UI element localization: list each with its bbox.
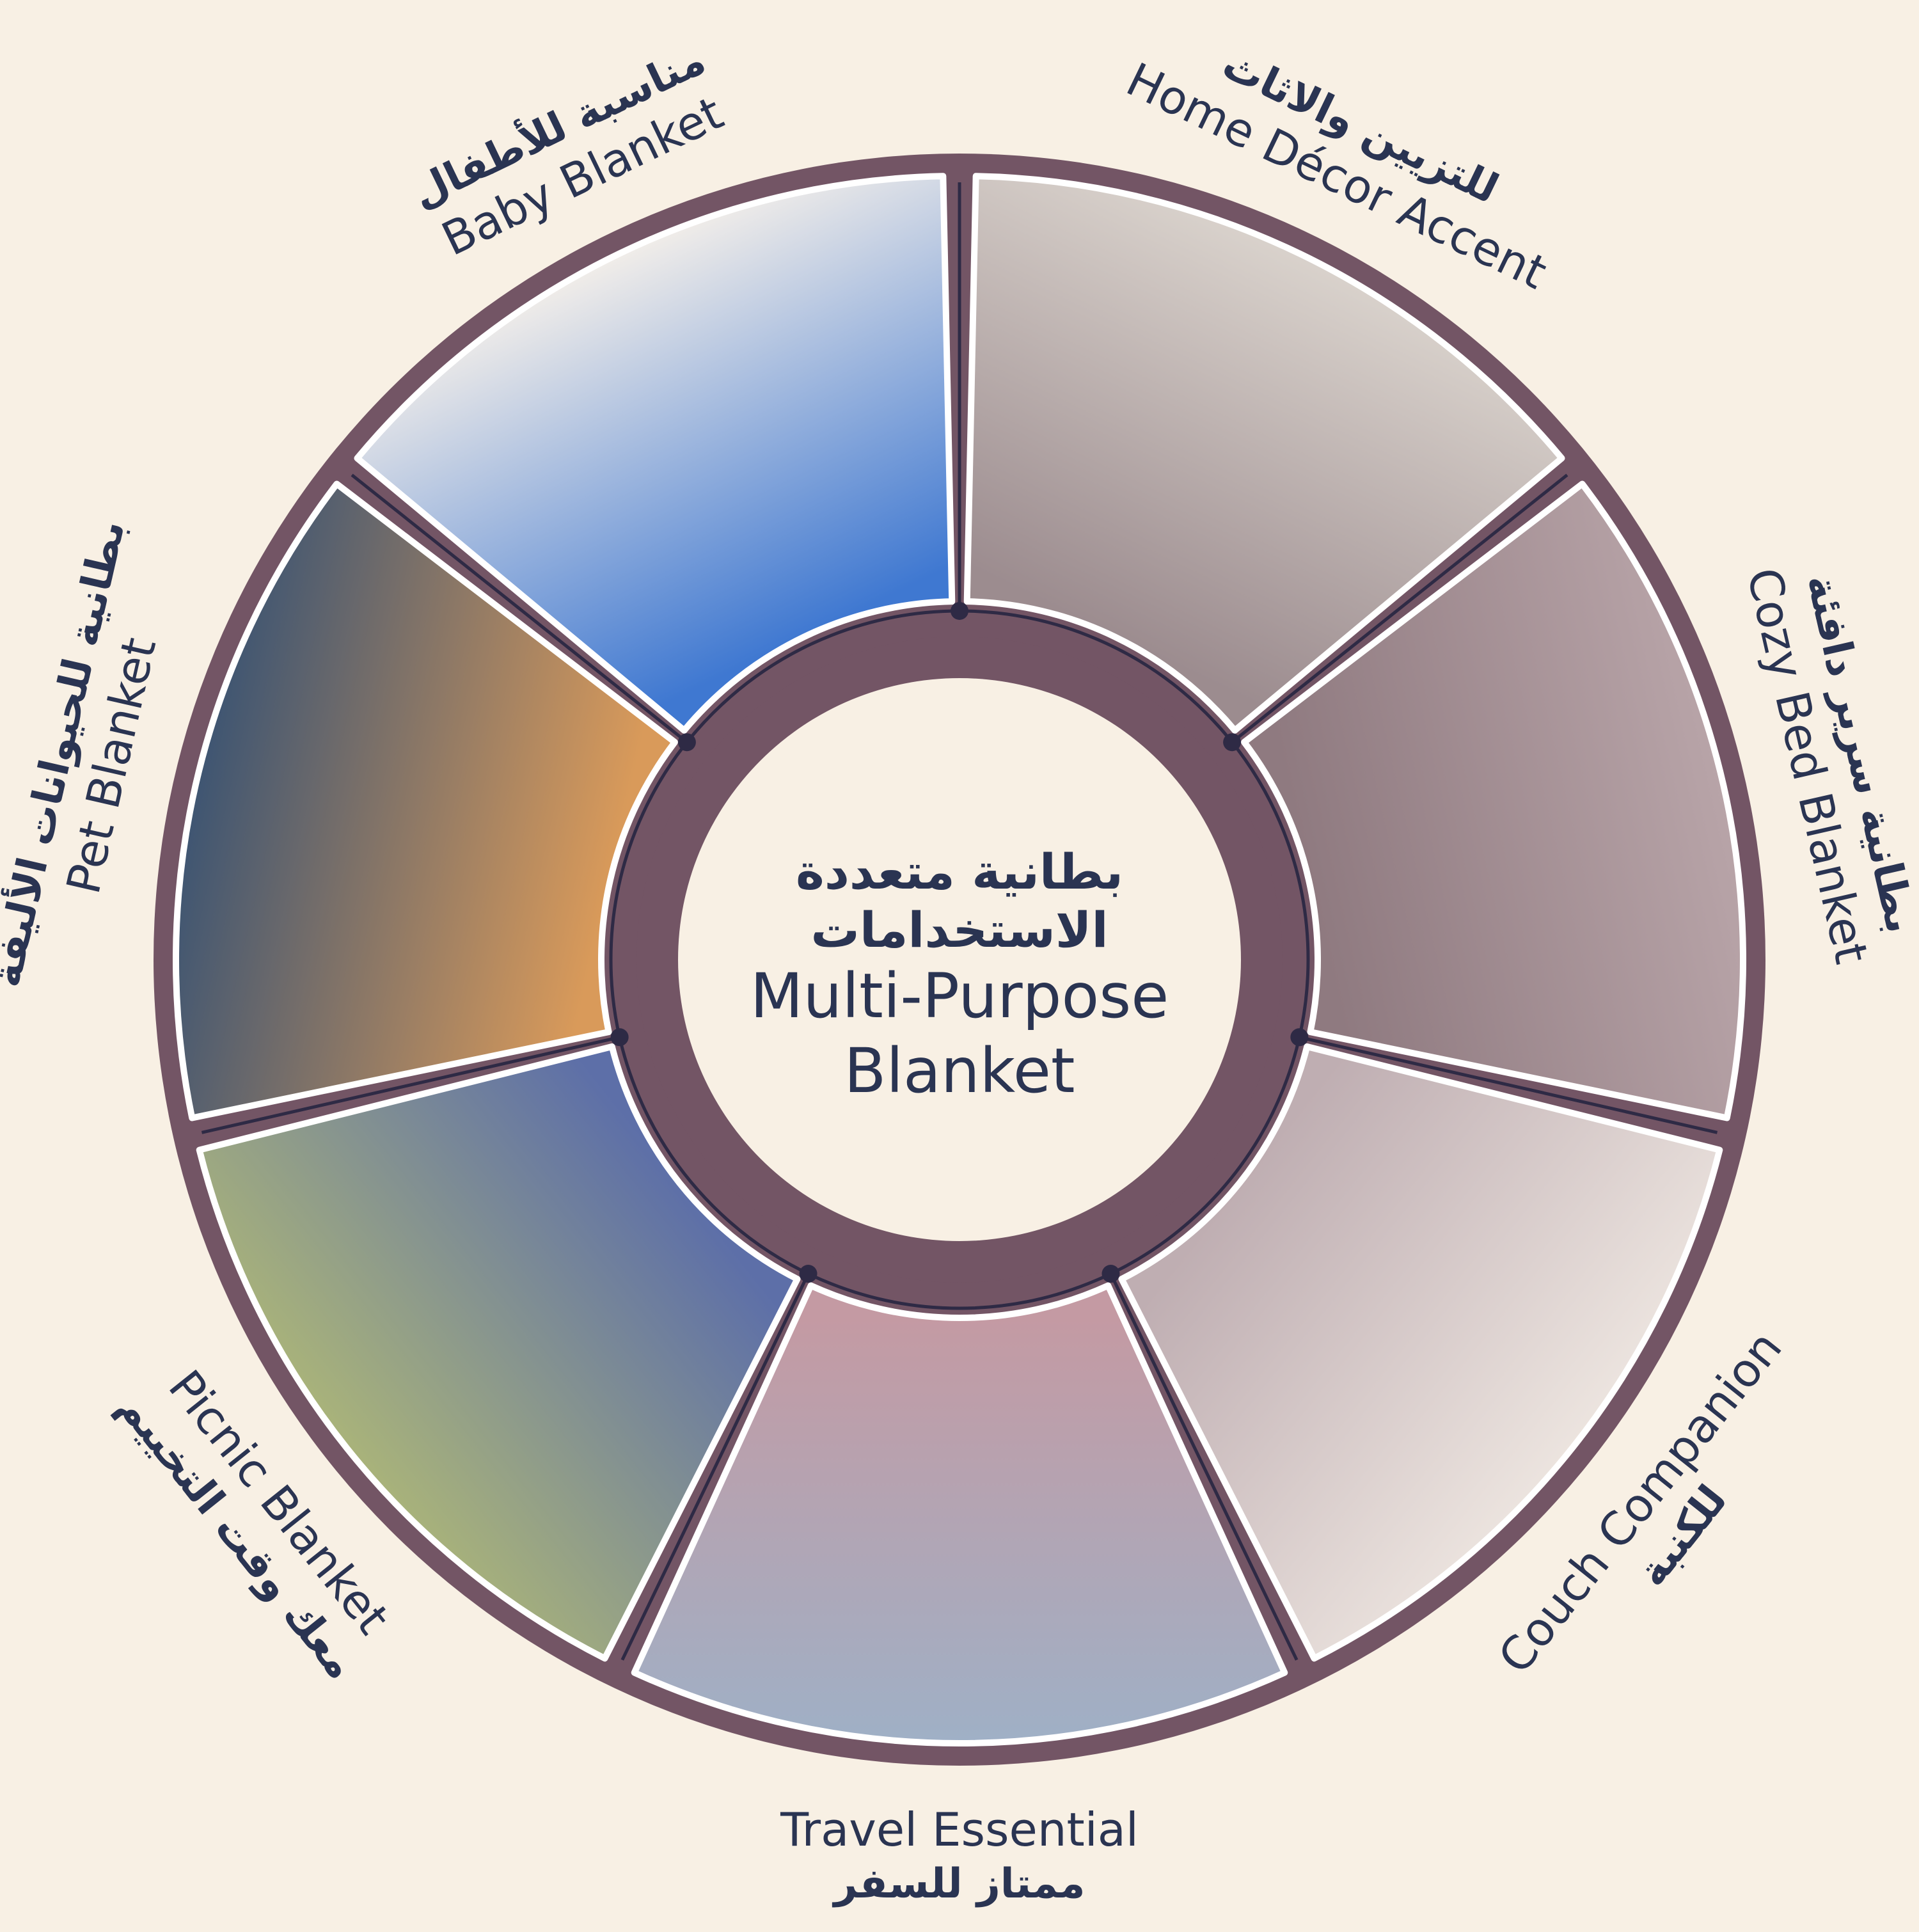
segment-divider (1299, 1035, 1718, 1134)
segment-divider (201, 1035, 620, 1134)
label-travel-en: Travel Essential (780, 1803, 1139, 1857)
center-title-en-line2: Blanket (844, 1035, 1075, 1107)
segment-divider (1231, 473, 1568, 744)
sofa-throw-photo (1118, 1043, 1723, 1662)
divider-dot (1102, 1265, 1120, 1283)
knit-blanket-swirl-photo (1241, 480, 1746, 1121)
airplane-travel-photo (631, 1282, 1288, 1747)
divider-dot (951, 602, 968, 620)
segment-divider (1109, 1272, 1299, 1661)
divider-dot (1223, 733, 1242, 752)
divider-dot (799, 1265, 817, 1283)
sleeping-baby-photo (354, 173, 956, 734)
cat-blanket-photo (173, 480, 678, 1121)
center-title: بطانية متعددة الاستخدامات Multi-Purpose … (672, 800, 1247, 1152)
bedroom-bed-photo (963, 173, 1565, 734)
divider-dot (677, 733, 696, 752)
center-disc (678, 678, 1241, 1241)
divider-dot (610, 1028, 629, 1047)
label-travel-ar: ممتاز للسفر (833, 1860, 1086, 1908)
center-title-ar-line1: بطانية متعددة (796, 843, 1123, 900)
center-title-ar-line2: الاستخدامات (810, 901, 1109, 958)
picnic-outdoor-photo (196, 1043, 801, 1662)
divider-dot (1290, 1028, 1309, 1047)
segment-divider (620, 1272, 810, 1661)
center-title-en-line1: Multi-Purpose (750, 960, 1169, 1033)
segment-divider (351, 473, 688, 744)
